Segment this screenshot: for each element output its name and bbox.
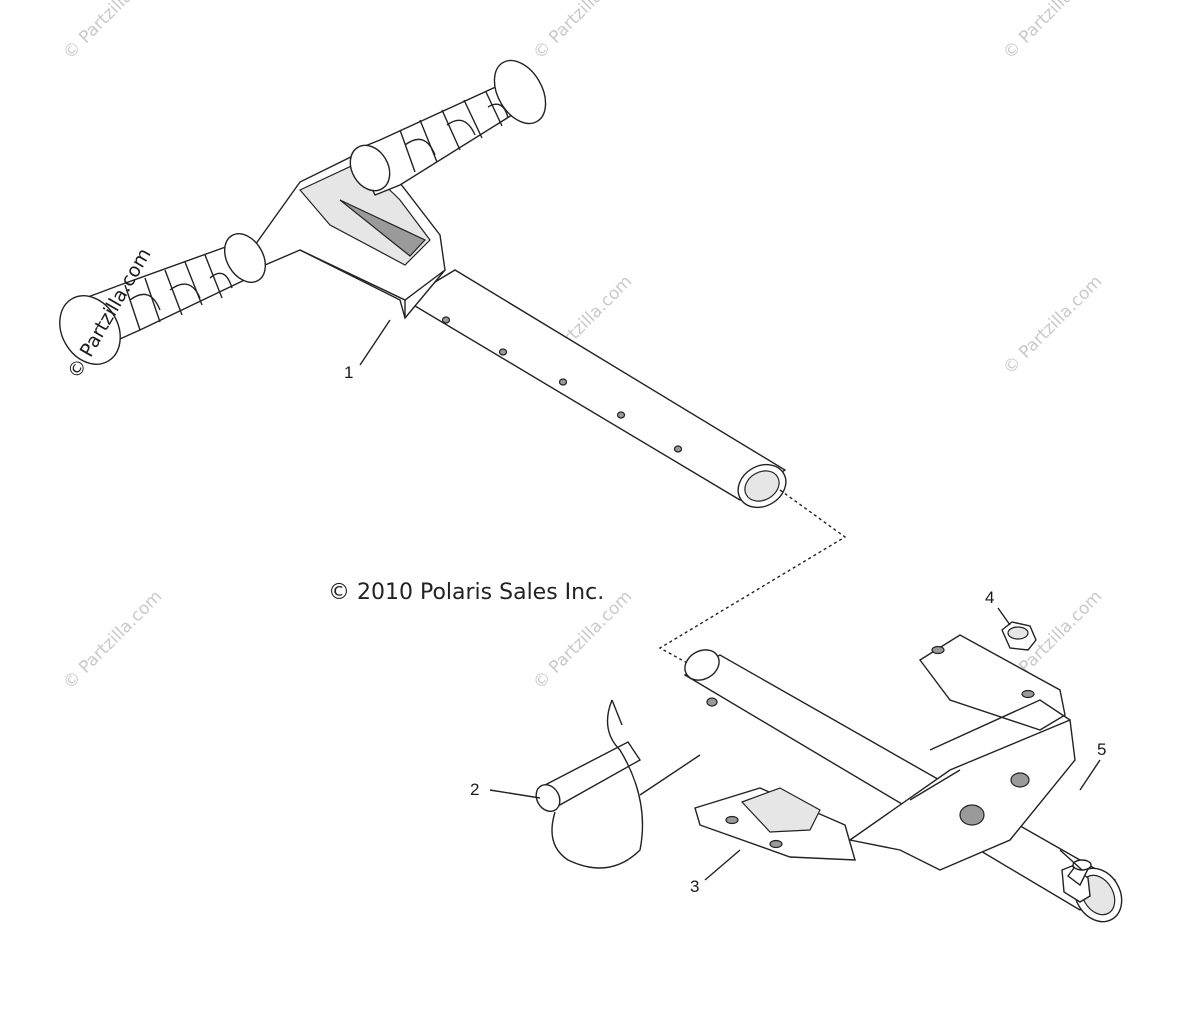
callout-2: 2 — [470, 780, 479, 799]
assembly-dashed-line — [658, 489, 847, 671]
leader-2 — [489, 789, 541, 799]
watermark: © Partzilla.com — [529, 0, 636, 64]
callout-labels: 1 2 3 4 5 — [344, 363, 1106, 896]
copyright-notice: © 2010 Polaris Sales Inc. — [328, 580, 605, 605]
part-2-hitch-pin — [535, 699, 701, 869]
part-1-t-handle — [59, 59, 787, 509]
watermark: © Partzilla.com — [59, 587, 166, 694]
callout-4: 4 — [985, 588, 994, 607]
leader-4 — [997, 607, 1011, 626]
part-4-nut — [1001, 621, 1037, 651]
callout-5: 5 — [1097, 740, 1106, 759]
part-5-bolt — [1059, 849, 1092, 903]
watermark: © Partzilla.com — [999, 272, 1106, 379]
leader-1 — [359, 319, 391, 366]
watermark: © Partzilla.com — [999, 0, 1106, 64]
leader-5 — [1079, 759, 1101, 791]
pin-leader — [639, 754, 701, 796]
callout-3: 3 — [690, 877, 699, 896]
leader-3 — [704, 849, 741, 881]
callout-leaders — [359, 319, 1101, 881]
part-3-receiver-bracket — [683, 634, 1123, 923]
callout-1: 1 — [344, 363, 353, 382]
watermark: © Partzilla.com — [59, 0, 166, 64]
